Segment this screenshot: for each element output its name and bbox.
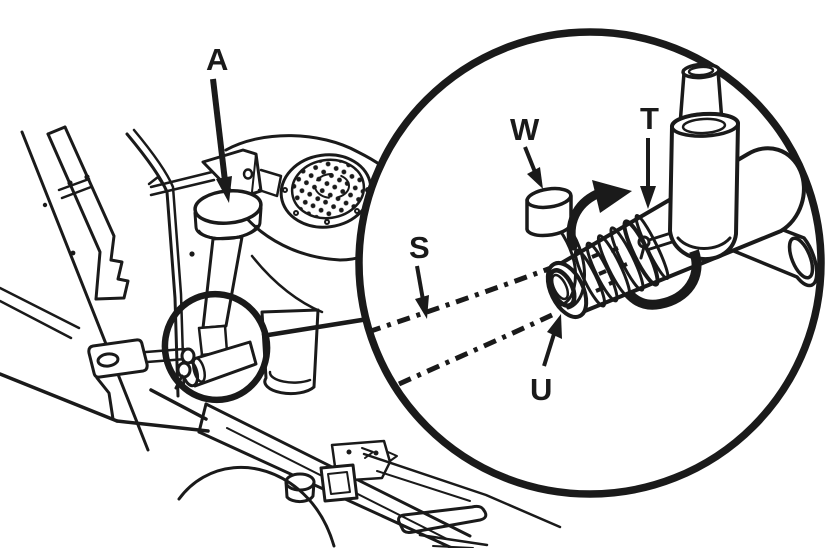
label-s: S [409, 230, 430, 319]
callout-label-u: U [530, 372, 551, 407]
callout-label-a: A [206, 42, 228, 77]
callout-label-t: T [640, 101, 659, 136]
vertical-tube [668, 62, 740, 262]
magnified-detail [367, 62, 819, 387]
label-u-arrow [542, 333, 556, 367]
drain-tube-location [144, 340, 258, 421]
drain-cap [525, 186, 573, 238]
label-u: U [530, 314, 562, 407]
engine [201, 134, 396, 396]
lower-frame [0, 286, 562, 548]
callout-leader-line [261, 316, 369, 339]
callout-label-w: W [510, 112, 540, 147]
knurl-marks [591, 246, 628, 293]
drain-clip-small [180, 347, 196, 365]
tractor-illustration [0, 125, 562, 548]
dipstick [193, 189, 263, 357]
label-a: A [206, 42, 232, 203]
rotation-arrow [566, 180, 702, 310]
frame-boss [284, 472, 316, 504]
label-t: T [640, 101, 660, 209]
callout-label-s: S [409, 230, 429, 265]
label-s-arrow [415, 265, 425, 301]
label-w: W [510, 112, 543, 189]
drain-tube-small [188, 340, 258, 388]
frame-left-rails [20, 125, 216, 452]
detail-source-circle [161, 290, 271, 404]
label-w-arrow [523, 146, 537, 173]
slide-direction-lines [367, 265, 554, 387]
dipstick-tube [201, 235, 244, 330]
hitch-loop [319, 463, 359, 503]
cap-tether-strap [557, 224, 587, 310]
fender-arc [177, 465, 336, 548]
label-a-arrow [210, 78, 228, 182]
